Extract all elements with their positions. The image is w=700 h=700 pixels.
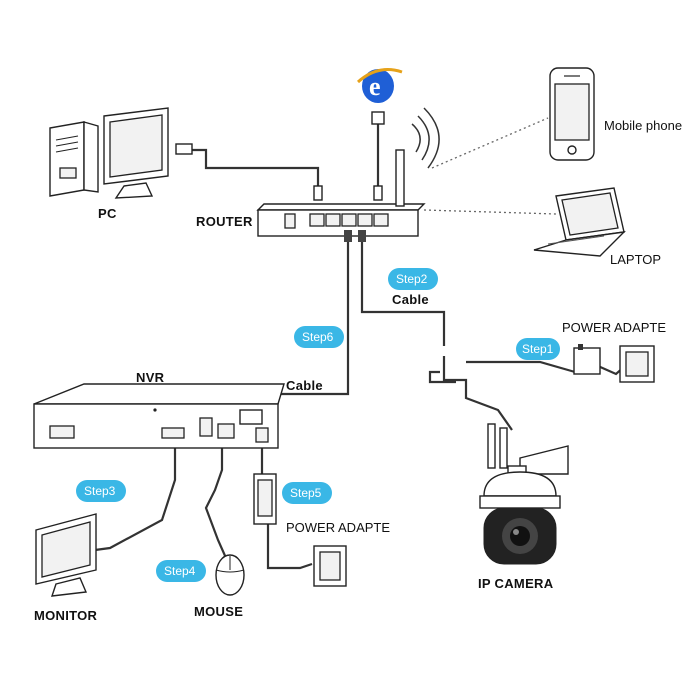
cable-label-nvr: Cable [286,378,323,393]
nvr-icon [33,383,285,449]
nvr-monitor-cable [79,448,177,554]
step3-badge: Step3 [76,480,126,502]
cable-label-top: Cable [392,292,429,307]
svg-text:e: e [369,72,381,101]
mouse-icon [215,554,245,596]
wireless-link-laptop [423,209,557,215]
pc-icon [49,107,193,199]
router-label: ROUTER [196,214,253,229]
internet-explorer-icon: e [356,68,403,103]
nvr-mouse-cable [204,448,228,559]
step4-badge: Step4 [156,560,206,582]
nvr-label: NVR [136,370,165,385]
router-icon [256,107,440,242]
ip-camera-icon [479,423,569,565]
mobile-phone-icon [549,67,595,161]
camera-power-adapter-label: POWER ADAPTE [562,320,666,335]
svg-text:Step5: Step5 [290,486,322,500]
pc-label: PC [98,206,117,221]
camera-power-adapter-icon [573,344,655,383]
monitor-label: MONITOR [34,608,98,623]
svg-text:Step1: Step1 [522,342,554,356]
mouse-label: MOUSE [194,604,243,619]
svg-text:Step4: Step4 [164,564,196,578]
router-camera-cable [360,236,446,346]
monitor-icon [35,513,97,597]
adapter-socket-cable [266,524,313,570]
step1-badge: Step1 [516,338,560,360]
pc-router-cable [192,148,320,190]
step6-badge: Step6 [294,326,344,348]
rj45-plug-icon [371,111,385,125]
laptop-icon [533,187,626,257]
camera-power-lead [466,360,576,374]
nvr-power-adapter-icon [253,473,347,587]
svg-text:Step6: Step6 [302,330,334,344]
nvr-power-adapter-label: POWER ADAPTE [286,520,390,535]
laptop-label: LAPTOP [610,252,661,267]
wireless-link-phone [431,117,549,169]
svg-text:Step3: Step3 [84,484,116,498]
ip-camera-label: IP CAMERA [478,576,554,591]
camera-harness-branch [428,370,456,384]
step5-badge: Step5 [282,482,332,504]
step2-badge: Step2 [388,268,438,290]
mobile-phone-label: Mobile phone [604,118,682,133]
camera-harness-cable [442,356,513,431]
svg-text:Step2: Step2 [396,272,428,286]
